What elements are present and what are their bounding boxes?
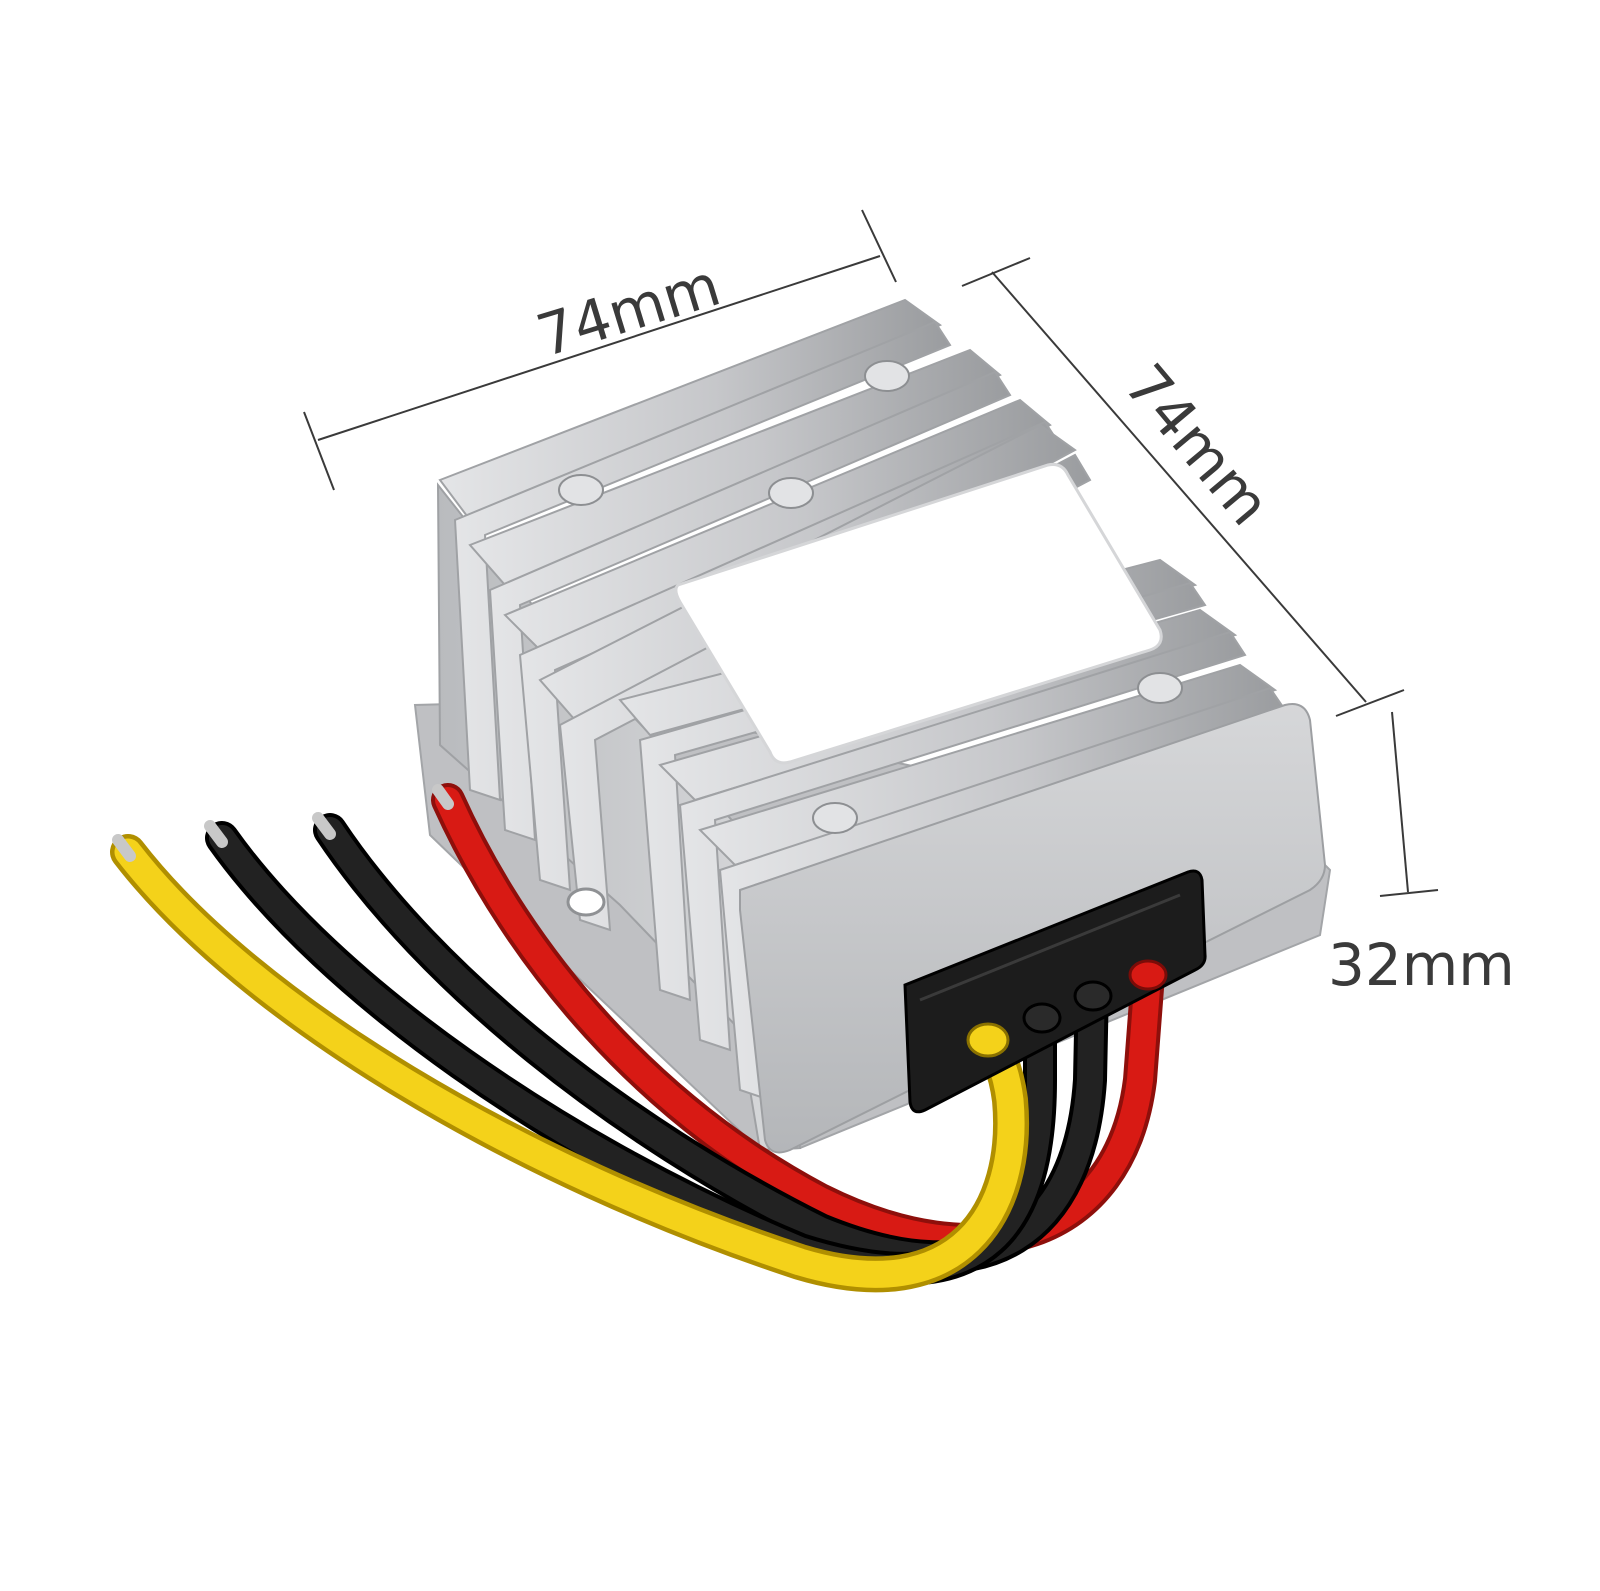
dimension-height: 32mm	[1328, 711, 1515, 999]
red-wire	[435, 787, 1161, 1253]
yellow-wire	[114, 838, 1025, 1288]
output-wires	[110, 783, 1165, 1293]
height-label: 32mm	[1328, 931, 1515, 999]
product-label-sticker	[674, 463, 1163, 765]
front-panel	[739, 703, 1327, 1154]
converter-housing	[413, 298, 1332, 1154]
mounting-hole	[566, 887, 606, 917]
length-label: 74mm	[529, 251, 728, 371]
screw-pins	[558, 360, 1183, 834]
cable-grommet	[903, 869, 1207, 1114]
wire-tips	[112, 784, 454, 862]
black-wire-2	[317, 817, 1105, 1271]
width-label: 74mm	[1111, 351, 1283, 538]
